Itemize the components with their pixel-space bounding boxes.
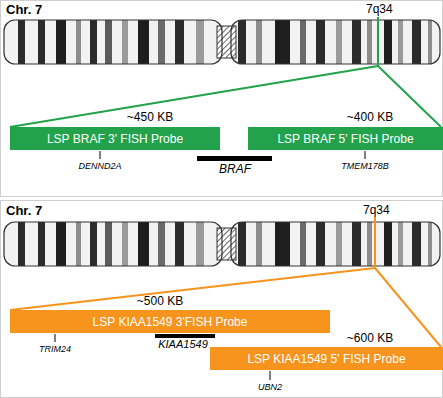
chromosome-band [367,222,372,266]
text-label: 7q34 [363,204,390,218]
chromosome-band [336,222,342,266]
arm-outline [4,222,222,266]
probe-bar: LSP BRAF 3' FISH Probe [10,127,220,150]
chromosome-band [412,222,421,266]
zoom-line [10,268,375,310]
chromosome-band [90,20,97,64]
text-label: 7q34 [366,3,393,17]
chromosome-band [300,222,306,266]
chromosome-band [238,20,246,64]
chromosome-band [238,222,246,266]
chromosome-band [56,222,66,266]
chromosome-band [18,20,25,64]
chromosome-band [175,20,184,64]
chromosome-band [90,222,97,266]
gene-name: TRIM24 [39,344,71,354]
band-ground [0,20,443,64]
chromosome-band [105,222,112,266]
text-label: ~600 KB [347,332,393,346]
chromosome-band [158,222,165,266]
text-label: Chr. 7 [6,3,42,18]
chromosome-band [398,20,403,64]
centromere [217,26,236,58]
chromosome-band [38,222,45,266]
chromosome-band [175,222,184,266]
chromosome-band [384,20,392,64]
text-label: Chr. 7 [6,204,42,219]
zoom-line [10,66,378,127]
arm-outline [231,20,440,64]
chromosome-band [158,20,165,64]
text-label: ~500 KB [137,295,183,309]
band-ground [0,222,443,266]
chromosome-band [275,20,290,64]
gene-tick [270,371,271,380]
arm-outline [4,20,222,64]
chromosome-band [300,20,306,64]
chromosome-band [316,222,325,266]
probe-name: LSP BRAF 3' FISH Probe [47,132,183,146]
arm-outline [231,222,440,266]
band-group [0,20,443,64]
probe-name: LSP KIAA1549 5' FISH Probe [247,352,405,366]
chromosome-band [384,222,392,266]
chromosome-band [38,20,45,64]
chromosome-band [196,222,204,266]
chromosome-band [352,20,361,64]
gene-name: UBN2 [258,382,282,392]
panel-frame [1,201,443,398]
chromosome-band [56,20,66,64]
gene-bar [197,156,272,161]
chromosome-band [428,20,432,64]
chromosome-band [398,222,403,266]
probe-bar: LSP KIAA1549 5' FISH Probe [210,347,443,370]
chromosome-band [76,20,81,64]
probe-name: LSP BRAF 5' FISH Probe [277,132,413,146]
chromosome-ideogram [0,20,443,64]
chromosome-band [256,222,262,266]
probe-name: LSP KIAA1549 3'FISH Probe [93,315,248,329]
text-label: ~400 KB [347,111,393,125]
chromosome-band [122,222,128,266]
chromosome-band [275,222,290,266]
gene-name: TMEM178B [341,161,389,171]
chromosome-band [412,20,421,64]
gene-tick [365,151,366,159]
chromosome-band [105,20,112,64]
panel-frame [1,1,443,197]
locus-line [374,217,376,268]
chromosome-band [138,222,149,266]
chromosome-ideogram [0,222,443,266]
chromosome-band [138,20,149,64]
gene-name: DENND2A [78,161,121,171]
centromere [217,228,236,260]
gene-name: BRAF [219,163,251,177]
gene-tick [100,151,101,159]
chromosome-band [196,20,204,64]
chromosome-band [18,222,25,266]
locus-line [377,17,379,66]
gene-bar [155,334,215,338]
chromosome-band [367,20,372,64]
chromosome-band [352,222,361,266]
chromosome-band [256,20,262,64]
chromosome-band [316,20,325,64]
chromosome-band [428,222,432,266]
probe-bar: LSP BRAF 5' FISH Probe [248,127,443,150]
chromosome-band [122,20,128,64]
gene-tick [55,334,56,342]
text-label: ~450 KB [127,111,173,125]
band-group [0,222,443,266]
chromosome-band [76,222,81,266]
gene-name: KIAA1549 [158,338,208,351]
probe-bar: LSP KIAA1549 3'FISH Probe [10,310,330,333]
chromosome-band [336,20,342,64]
